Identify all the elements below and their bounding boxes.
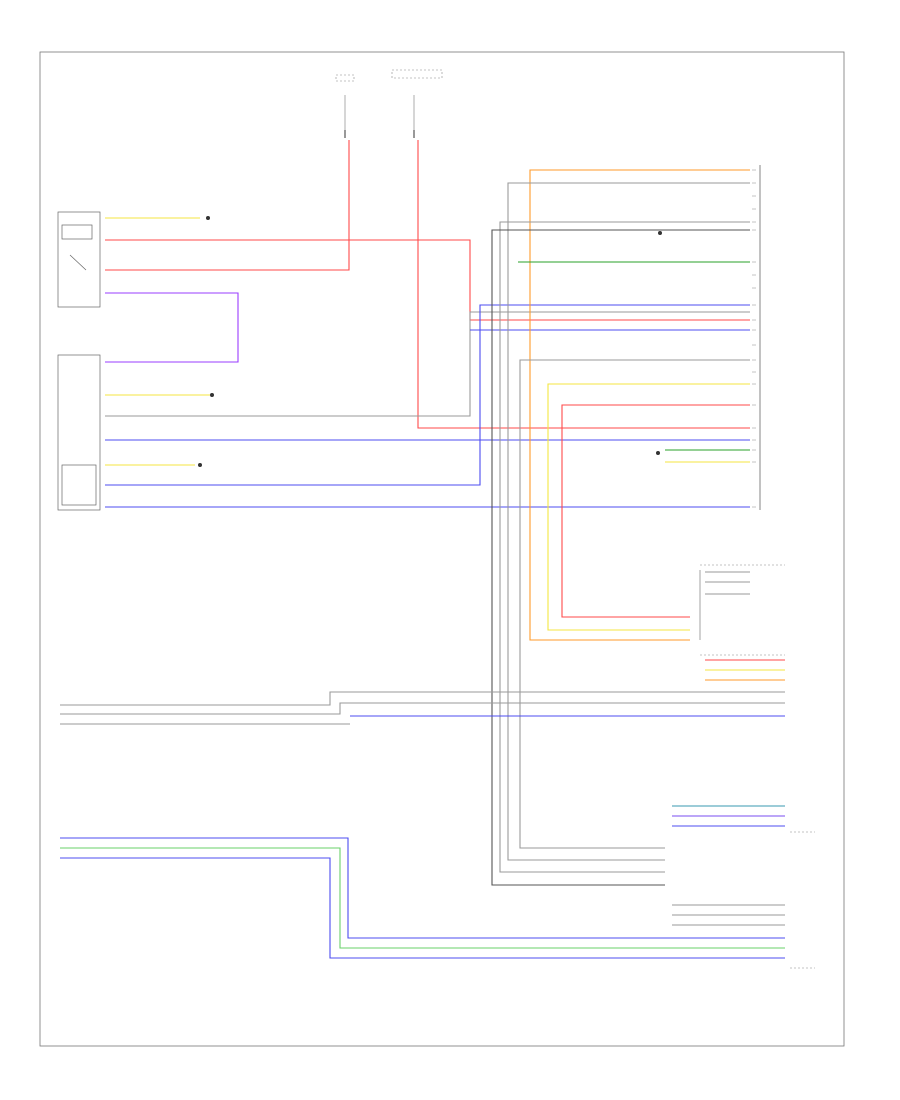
wire-red-2 — [417, 140, 750, 429]
module-right-1 — [699, 564, 785, 640]
wire-violet — [105, 292, 239, 363]
ground-symbol-4 — [198, 463, 202, 467]
wire-gray-1 — [105, 311, 750, 417]
ground-symbol-1 — [206, 216, 210, 220]
ground-symbol-3 — [210, 393, 214, 397]
wire-gray-3 — [499, 221, 750, 873]
wire-gray-2 — [507, 182, 750, 861]
wire-black-1 — [491, 229, 750, 886]
wire-yellow-4 — [547, 383, 750, 631]
ground-symbol-2 — [658, 231, 662, 235]
wire-orange — [529, 169, 750, 641]
wire-gray-4 — [519, 359, 750, 849]
component-mid-left — [57, 354, 101, 511]
component-top-left — [57, 211, 101, 308]
wire-left-gray-2 — [60, 702, 785, 715]
ground-symbol-5 — [656, 451, 660, 455]
wire-red-4 — [561, 404, 750, 618]
wire-bl-blue-1 — [60, 837, 785, 939]
wire-bl-blue-2 — [60, 857, 785, 959]
diagram-frame — [39, 51, 845, 1047]
fuse-block-left — [335, 74, 355, 138]
wire-blue-2 — [105, 304, 750, 486]
wire-bl-green — [60, 847, 785, 949]
wire-left-gray-1 — [60, 691, 785, 706]
fuse-block-right — [391, 69, 443, 138]
wire-red-3 — [105, 239, 750, 321]
wire-red-1 — [105, 140, 350, 271]
connector-pins-right — [752, 169, 756, 508]
